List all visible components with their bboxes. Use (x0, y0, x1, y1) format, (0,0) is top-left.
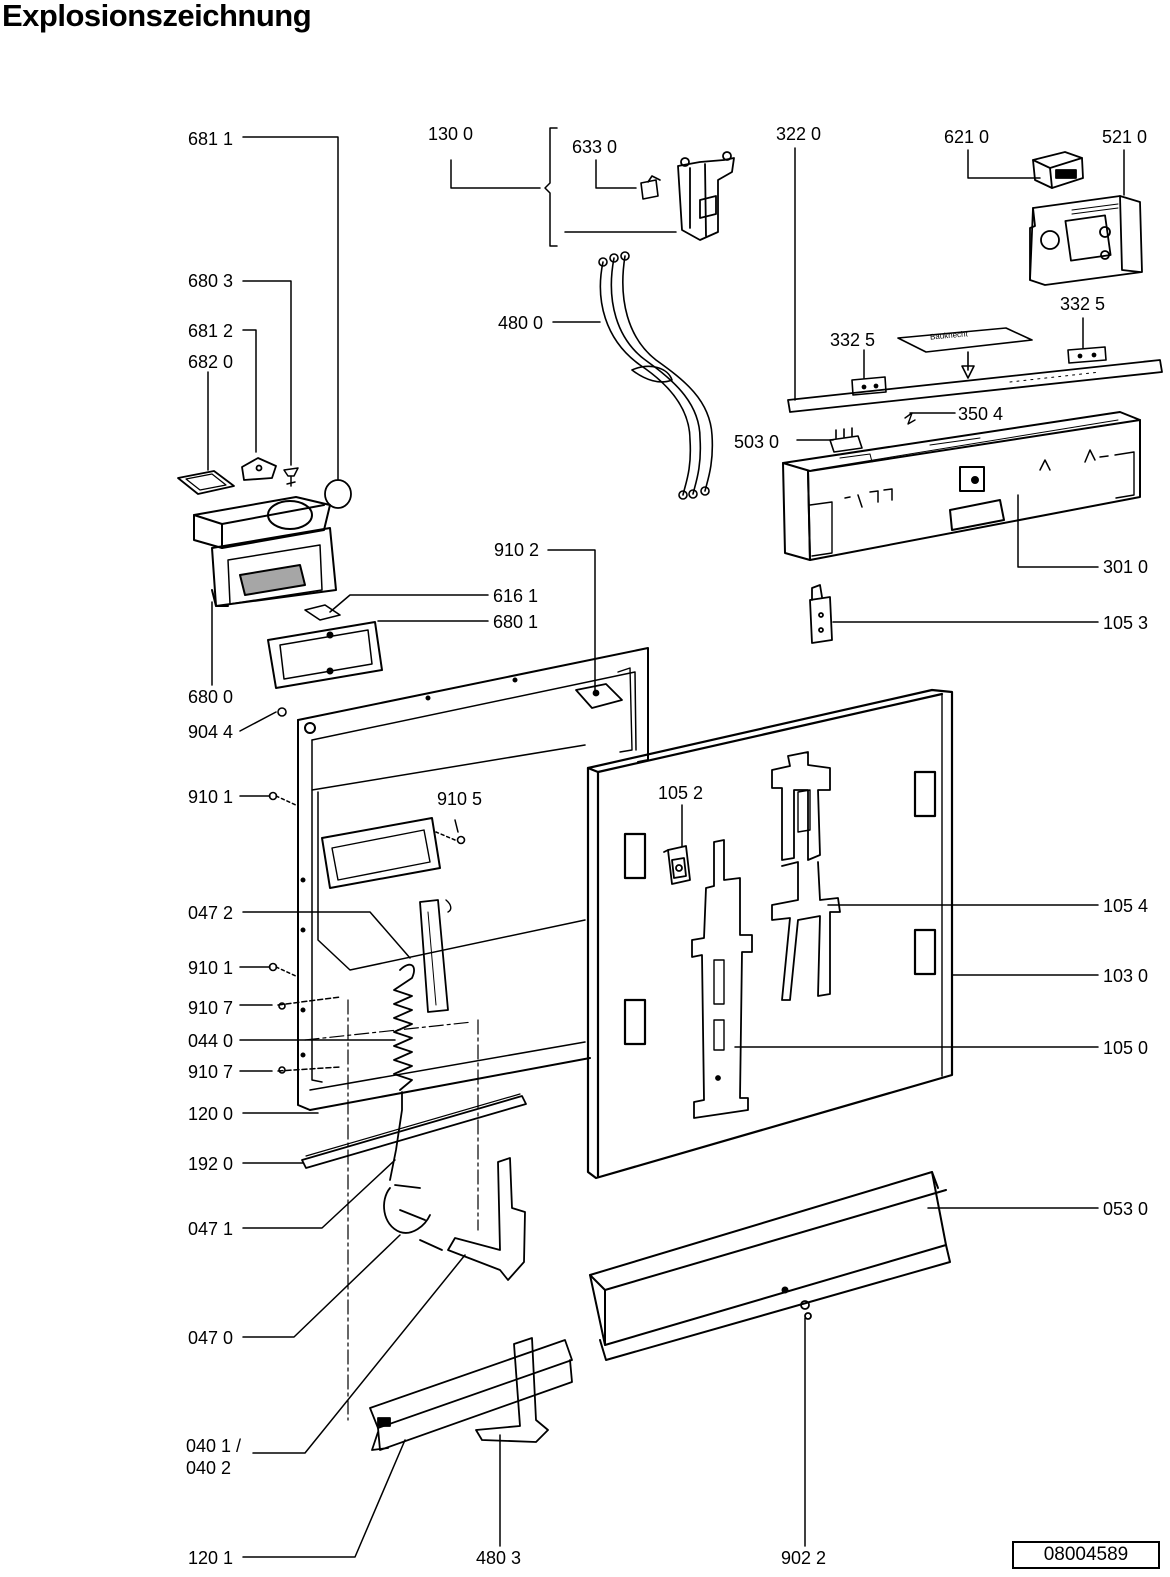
dispenser-opening (321, 817, 441, 889)
label-332-5-left: 332 5 (830, 330, 876, 350)
seal-682 (177, 470, 235, 495)
label-120-0: 120 0 (188, 1104, 234, 1124)
label-902-2: 902 2 (781, 1548, 827, 1568)
document-number: 08004589 (1012, 1541, 1160, 1569)
assembly-centerlines (304, 999, 479, 1421)
plinth-120-1 (369, 1339, 573, 1451)
label-480-0: 480 0 (498, 313, 544, 333)
switch-503 (829, 427, 863, 453)
label-682-0: 682 0 (188, 352, 234, 372)
label-322-0: 322 0 (776, 124, 822, 144)
connector-621 (1032, 151, 1084, 189)
screws-910 (268, 707, 466, 1074)
label-053-0: 053 0 (1103, 1199, 1149, 1219)
label-681-2: 681 2 (188, 321, 234, 341)
label-621-0: 621 0 (944, 127, 990, 147)
label-681-1: 681 1 (188, 129, 234, 149)
clip-332-left (851, 376, 887, 396)
bracket-910-2 (575, 667, 633, 753)
wiring-harness-480 (598, 251, 714, 500)
label-350-4: 350 4 (958, 404, 1004, 424)
hinge-arm-040 (447, 1157, 526, 1281)
screw-902-2 (800, 1300, 812, 1320)
bracket-105-3 (809, 584, 833, 644)
label-047-0: 047 0 (188, 1328, 234, 1348)
label-192-0: 192 0 (188, 1154, 234, 1174)
door-lock-130 (677, 151, 735, 241)
label-616-1: 616 1 (493, 586, 539, 606)
label-105-0: 105 0 (1103, 1038, 1149, 1058)
label-103-0: 103 0 (1103, 966, 1149, 986)
control-panel-cover-301 (782, 411, 1141, 561)
label-904-4: 904 4 (188, 722, 234, 742)
clip-105-2 (663, 845, 691, 885)
lower-panel-053 (589, 1171, 951, 1361)
hinge-bracket-105-4 (771, 751, 841, 1001)
outer-door-103 (586, 688, 954, 1180)
label-047-1: 047 1 (188, 1219, 234, 1239)
label-910-2: 910 2 (494, 540, 540, 560)
leader-lines (207, 127, 1125, 1558)
page-title: Explosionszeichnung (2, 0, 312, 33)
label-521-0: 521 0 (1102, 127, 1148, 147)
label-910-1-b: 910 1 (188, 958, 234, 978)
label-503-0: 503 0 (734, 432, 780, 452)
label-332-5-right: 332 5 (1060, 294, 1106, 314)
label-301-0: 301 0 (1103, 557, 1149, 577)
label-105-4: 105 4 (1103, 896, 1149, 916)
label-047-2: 047 2 (188, 903, 234, 923)
label-910-7-b: 910 7 (188, 1062, 234, 1082)
label-910-1-a: 910 1 (188, 787, 234, 807)
label-040-2: 040 2 (186, 1458, 232, 1478)
inner-door-120 (297, 647, 649, 1111)
gasket-680-1 (267, 621, 383, 689)
control-module-521 (1029, 195, 1143, 286)
label-105-3: 105 3 (1103, 613, 1149, 633)
label-910-7-a: 910 7 (188, 998, 234, 1018)
label-120-1: 120 1 (188, 1548, 234, 1568)
label-130-0: 130 0 (428, 124, 474, 144)
label-044-0: 044 0 (188, 1031, 234, 1051)
hinge-spring-hook-047 (383, 1184, 443, 1251)
label-680-0: 680 0 (188, 687, 234, 707)
seal-strip-192 (301, 1093, 527, 1169)
label-680-3: 680 3 (188, 271, 234, 291)
bracket-480-3 (475, 1337, 549, 1443)
clip-616-1 (304, 604, 341, 621)
clip-332-right (1067, 346, 1107, 364)
cap-681-2 (241, 457, 277, 481)
panel-strip-322 (787, 359, 1163, 413)
label-040-1: 040 1 / (186, 1436, 242, 1456)
clip-350-4 (904, 412, 916, 425)
label-680-1: 680 1 (493, 612, 539, 632)
microswitch-633 (640, 175, 661, 200)
label-633-0: 633 0 (572, 137, 618, 157)
spring-680-3 (283, 467, 299, 487)
label-480-3: 480 3 (476, 1548, 522, 1568)
cap-681-1 (324, 479, 352, 509)
label-910-5: 910 5 (437, 789, 483, 809)
dispenser-680 (193, 496, 337, 607)
spring-044 (389, 963, 415, 1181)
hinge-bracket-105-0 (691, 839, 753, 1119)
brand-badge (897, 327, 1033, 379)
label-105-2: 105 2 (658, 783, 704, 803)
hinge-rail (419, 899, 452, 1013)
